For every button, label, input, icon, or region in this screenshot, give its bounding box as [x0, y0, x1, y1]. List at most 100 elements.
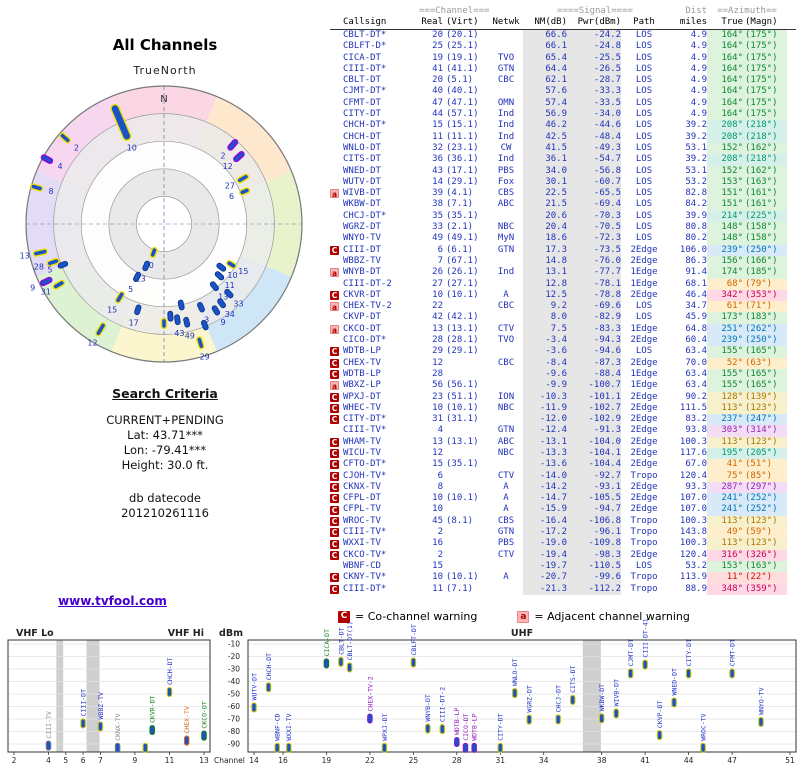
callsign[interactable]: CIII-DT*: [343, 63, 387, 74]
radar-marker[interactable]: [196, 336, 205, 350]
col-path[interactable]: Path: [633, 17, 655, 27]
radar-marker[interactable]: [32, 248, 48, 257]
spectrum-marker[interactable]: [642, 659, 648, 670]
col-nm[interactable]: NM(dB): [534, 17, 567, 27]
callsign[interactable]: CIII-DT: [343, 244, 381, 255]
callsign[interactable]: WICU-TV: [343, 447, 381, 458]
spectrum-marker[interactable]: [114, 742, 121, 753]
callsign[interactable]: CHEX-TV-2: [343, 301, 392, 312]
radar-marker[interactable]: [30, 183, 44, 192]
callsign[interactable]: WBNF-CD: [343, 560, 381, 571]
callsign[interactable]: CFTO-DT*: [343, 459, 387, 470]
spectrum-marker[interactable]: [183, 735, 190, 746]
spectrum-marker[interactable]: [274, 742, 280, 753]
spectrum-marker[interactable]: [569, 694, 576, 705]
callsign[interactable]: CIII-TV*: [343, 425, 387, 436]
radar-marker[interactable]: [39, 276, 53, 287]
spectrum-marker[interactable]: [338, 656, 344, 667]
callsign[interactable]: WPXJ-DT: [343, 391, 381, 402]
callsign[interactable]: CKVR-DT: [343, 289, 381, 300]
spectrum-marker[interactable]: [201, 730, 207, 741]
radar-marker[interactable]: [233, 151, 245, 163]
spectrum-marker[interactable]: [462, 742, 469, 753]
radar-marker[interactable]: [216, 262, 227, 272]
radar-marker[interactable]: [211, 305, 221, 316]
radar-marker[interactable]: [214, 271, 225, 281]
radar-marker[interactable]: [142, 260, 151, 272]
spectrum-marker[interactable]: [598, 713, 605, 724]
radar-marker[interactable]: [149, 246, 158, 259]
callsign[interactable]: CIII-TV*: [343, 527, 387, 538]
callsign[interactable]: CJMT-DT*: [343, 86, 387, 97]
radar-marker[interactable]: [133, 271, 142, 283]
radar-marker[interactable]: [239, 187, 251, 196]
radar-marker[interactable]: [174, 314, 181, 326]
radar-marker[interactable]: [236, 173, 250, 184]
callsign[interactable]: CICO-DT*: [343, 335, 387, 346]
radar-marker[interactable]: [46, 257, 60, 267]
spectrum-marker[interactable]: [454, 736, 460, 748]
col-callsign[interactable]: Callsign: [343, 17, 387, 27]
col-netwk[interactable]: Netwk: [492, 17, 520, 27]
callsign[interactable]: WIVB-DT: [343, 188, 381, 199]
callsign[interactable]: CFMT-DT: [343, 97, 381, 108]
callsign[interactable]: CKNY-TV*: [343, 572, 387, 583]
spectrum-marker[interactable]: [758, 716, 764, 727]
radar-marker[interactable]: [110, 103, 132, 141]
spectrum-marker[interactable]: [323, 658, 330, 669]
callsign[interactable]: CHCJ-DT*: [343, 210, 387, 221]
radar-marker[interactable]: [227, 138, 239, 151]
radar-marker[interactable]: [200, 319, 209, 331]
col-pwr[interactable]: Pwr(dBm): [577, 17, 621, 27]
radar-marker[interactable]: [177, 299, 185, 311]
callsign[interactable]: CIII-DT-2: [343, 278, 392, 289]
callsign[interactable]: CICA-DT: [343, 52, 381, 63]
col-miles[interactable]: miles: [679, 17, 707, 27]
radar-marker[interactable]: [209, 281, 219, 292]
callsign[interactable]: WUTV-DT: [343, 176, 381, 187]
spectrum-marker[interactable]: [425, 723, 431, 734]
spectrum-marker[interactable]: [346, 662, 353, 673]
col-real[interactable]: Real: [421, 17, 443, 27]
radar-marker[interactable]: [160, 317, 168, 330]
radar-marker[interactable]: [224, 288, 234, 299]
radar-marker[interactable]: [59, 132, 71, 144]
spectrum-marker[interactable]: [149, 724, 155, 736]
radar-marker[interactable]: [134, 304, 142, 316]
callsign[interactable]: WDTB-LP: [343, 346, 381, 357]
callsign[interactable]: CFPL-TV: [343, 504, 381, 515]
spectrum-marker[interactable]: [526, 714, 532, 725]
spectrum-marker[interactable]: [367, 713, 373, 724]
callsign[interactable]: CHCH-DT*: [343, 120, 387, 131]
callsign[interactable]: CHEX-TV: [343, 357, 381, 368]
callsign[interactable]: CKCO-DT: [343, 323, 381, 334]
spectrum-marker[interactable]: [555, 714, 561, 725]
callsign[interactable]: WNED-DT: [343, 165, 381, 176]
callsign[interactable]: WHEC-TV: [343, 402, 381, 413]
radar-marker[interactable]: [95, 322, 107, 337]
col-magn[interactable]: (Magn): [745, 17, 778, 27]
spectrum-marker[interactable]: [286, 742, 292, 753]
spectrum-marker[interactable]: [613, 708, 619, 719]
spectrum-marker[interactable]: [497, 742, 504, 753]
callsign[interactable]: CITY-DT*: [343, 414, 387, 425]
spectrum-marker[interactable]: [410, 657, 417, 668]
callsign[interactable]: CFPL-DT: [343, 493, 381, 504]
spectrum-marker[interactable]: [251, 702, 257, 713]
callsign[interactable]: WXXI-TV: [343, 538, 381, 549]
col-true[interactable]: True: [721, 17, 743, 27]
radar-marker[interactable]: [52, 279, 66, 290]
callsign[interactable]: CITS-DT: [343, 154, 381, 165]
spectrum-marker[interactable]: [471, 742, 477, 753]
callsign[interactable]: WGRZ-DT: [343, 222, 381, 233]
spectrum-marker[interactable]: [45, 740, 52, 751]
spectrum-marker[interactable]: [142, 742, 149, 753]
callsign[interactable]: WBBZ-TV: [343, 255, 381, 266]
callsign[interactable]: WNYO-TV: [343, 233, 381, 244]
callsign[interactable]: CBLFT-D*: [343, 41, 387, 52]
callsign[interactable]: WROC-TV: [343, 515, 381, 526]
spectrum-marker[interactable]: [381, 742, 388, 753]
spectrum-marker[interactable]: [265, 682, 272, 693]
callsign[interactable]: CKCO-TV*: [343, 549, 387, 560]
radar-marker[interactable]: [197, 302, 206, 313]
